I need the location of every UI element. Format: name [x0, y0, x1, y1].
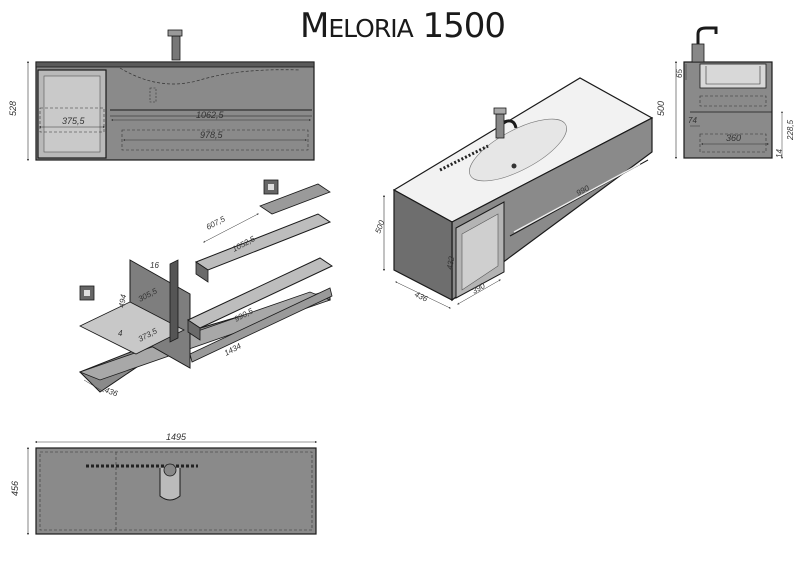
front-view: 528 375,5 1062,5 978,5 — [8, 29, 315, 162]
front-drain — [149, 87, 157, 103]
exp-depth-dimline — [203, 213, 259, 243]
side-basin-inner — [705, 66, 761, 85]
top-view: 1495 456 — [10, 432, 318, 536]
front-door-width-label: 375,5 — [62, 116, 86, 126]
side-faucet-base — [691, 43, 705, 63]
front-countertop — [35, 61, 315, 68]
exp-drawer-back — [259, 183, 331, 215]
iso-depth-label: 436 — [413, 290, 429, 304]
exp-divider — [169, 259, 179, 343]
side-bottom-label: 14 — [775, 149, 784, 158]
iso-drawer-handle — [513, 163, 641, 233]
iso-door-glass — [461, 213, 499, 291]
front-inner-width-label: 978,5 — [200, 130, 224, 140]
side-faucet-spout — [696, 26, 718, 62]
top-faucet — [159, 468, 181, 501]
side-top-label: 65 — [675, 69, 684, 78]
side-basin — [699, 63, 767, 89]
side-drawer-top — [699, 95, 767, 107]
side-depth-right-label: 360 — [726, 133, 741, 143]
title-number: 1500 — [422, 6, 507, 46]
exp-drawer-bottom-front — [187, 319, 201, 341]
exp-glass-shelf — [79, 301, 185, 355]
iso-view: 500 436 390 432 990 — [373, 77, 654, 309]
iso-faucet-body — [495, 113, 505, 139]
exp-small-gap-2-label: 4 — [118, 329, 123, 338]
iso-door-height-label: 432 — [445, 255, 456, 270]
front-drawer-width-label: 1062,5 — [196, 110, 225, 120]
side-view: 500 65 228,5 74 360 14 — [656, 26, 795, 160]
top-inner-outline — [39, 451, 313, 531]
iso-depth-dimline — [395, 281, 451, 309]
iso-drain — [511, 163, 517, 169]
front-faucet-body — [171, 35, 181, 61]
exp-drawer-top-front — [195, 261, 209, 283]
exp-drawer-depth-label: 607,5 — [205, 214, 227, 232]
front-faucet-lever — [167, 29, 183, 37]
exploded-view: 607,5 1052,5 494 305,5 990,5 373,5 1434 … — [78, 179, 334, 399]
iso-faucet-lever — [493, 107, 507, 115]
exp-base-depth-dimline — [83, 379, 105, 393]
front-drawer-inner — [121, 129, 309, 151]
side-mid-label: 228,5 — [786, 119, 795, 141]
iso-overflow-pattern — [439, 144, 489, 172]
front-door-glass — [43, 75, 101, 153]
iso-door-dimline — [457, 279, 501, 305]
front-height-label: 528 — [8, 101, 18, 116]
front-basin-outline — [119, 67, 301, 85]
exp-base-depth-label: 436 — [103, 385, 119, 398]
iso-basin — [469, 118, 567, 182]
exp-shelf-height-label: 494 — [117, 293, 128, 308]
top-faucet-base — [163, 463, 177, 477]
exp-rail — [189, 287, 333, 363]
exp-base-top — [78, 291, 332, 381]
side-height-label: 500 — [656, 101, 666, 116]
front-shelf-inner — [39, 107, 105, 133]
title-initial: M — [300, 6, 329, 46]
side-depth-left-label: 74 — [688, 116, 697, 125]
hinge-icon-2 — [79, 285, 95, 301]
iso-side-face — [393, 188, 453, 301]
product-title: MELORIA 1500 — [300, 6, 540, 46]
top-depth-label: 456 — [10, 481, 20, 496]
exp-small-gap-label: 16 — [150, 261, 159, 270]
iso-faucet-spout — [503, 119, 518, 129]
title-name: ELORIA — [328, 14, 413, 43]
top-width-label: 1495 — [166, 432, 187, 442]
iso-height-label: 500 — [373, 219, 386, 235]
hinge-icon — [263, 179, 279, 195]
